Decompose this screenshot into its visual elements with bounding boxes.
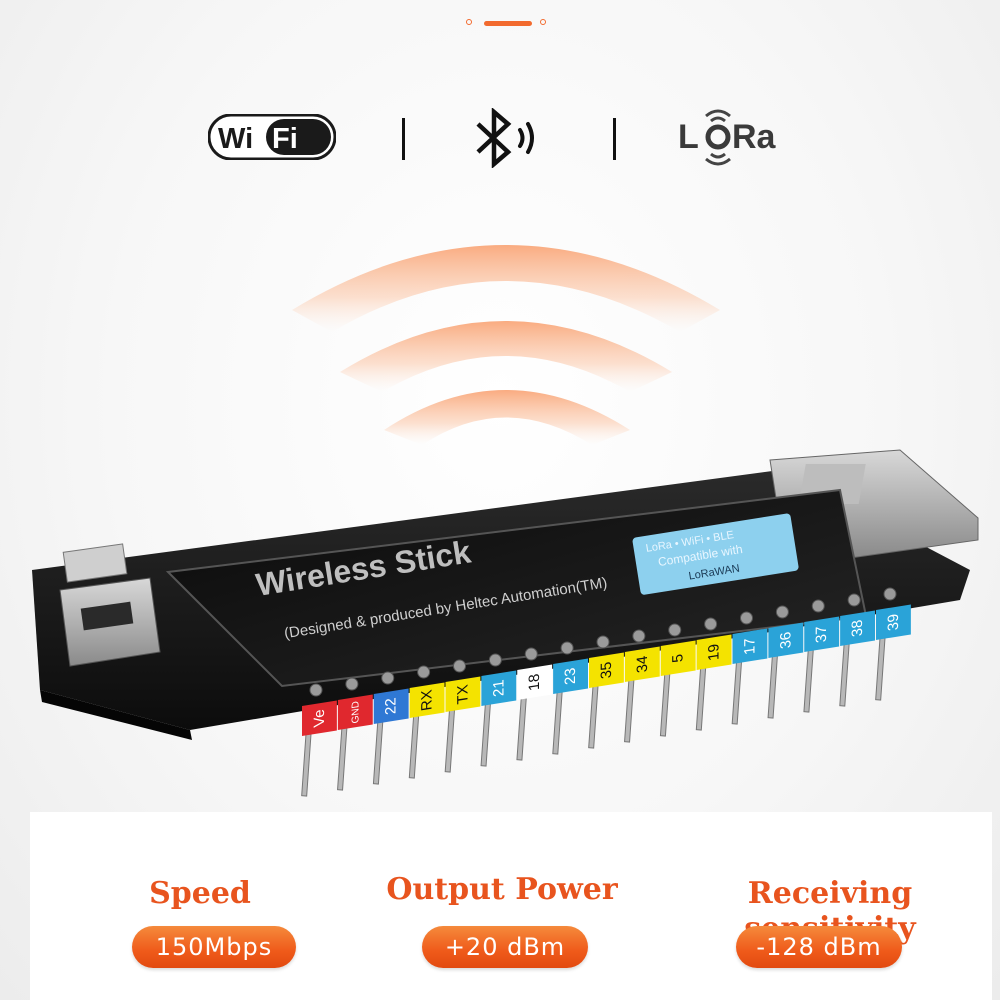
solder-joint [381, 671, 395, 685]
pin-label-bg [840, 610, 875, 646]
pin-label: GND [351, 700, 362, 724]
metric-receiving-sensitivity: Receiving sensitivity -128 dBm [670, 812, 990, 1000]
solder-joint [740, 611, 753, 625]
pin-label-bg [696, 634, 732, 670]
solder-joint [488, 653, 502, 667]
pin-label: 18 [526, 673, 543, 692]
specs-panel: Speed 150Mbps Output Power +20 dBm Recei… [30, 812, 992, 1000]
pager-active-bar[interactable] [484, 21, 532, 26]
pin-label-bg [804, 616, 840, 652]
pin-header: Ve GND 22 RX TX 21 18 23 35 34 5 19 17 36 37 38 39 [301, 587, 911, 797]
header-pin [839, 643, 850, 707]
pin-label: 34 [634, 655, 651, 674]
pin-label-bg [337, 694, 373, 730]
solder-joint [417, 665, 431, 679]
protocol-logos: Wi Fi L Ra [0, 100, 1000, 180]
solder-joint [453, 659, 466, 673]
header-pin [624, 679, 635, 743]
header-pin [659, 673, 671, 737]
metric-output-power: Output Power +20 dBm [352, 812, 652, 1000]
solder-joint [883, 587, 897, 601]
solder-joint [775, 605, 789, 619]
solder-joint [704, 617, 718, 631]
pin-label: 23 [562, 667, 579, 686]
pin-label-bg [589, 652, 624, 688]
solder-joint [847, 593, 861, 607]
header-pin [803, 649, 814, 713]
svg-text:Wi: Wi [218, 123, 253, 155]
pin-label: 36 [777, 631, 794, 650]
header-pin [372, 721, 384, 785]
header-pin [552, 691, 563, 755]
metric-speed: Speed 150Mbps [50, 812, 350, 1000]
solder-joint [596, 635, 610, 649]
pin-label-bg [302, 700, 337, 736]
pin-label-bg [409, 682, 445, 718]
pin-label-bg [445, 676, 481, 712]
pin-label: TX [454, 683, 471, 705]
metric-label: Speed [149, 876, 251, 911]
pin-label-bg [517, 664, 553, 700]
solder-joint [524, 647, 538, 661]
header-pin [301, 733, 312, 797]
metric-value-badge: 150Mbps [132, 926, 296, 968]
solder-joint [668, 623, 682, 637]
pin-label-bg [553, 658, 588, 694]
separator [402, 118, 405, 160]
pin-label: 37 [813, 625, 830, 644]
svg-text:L: L [678, 118, 699, 156]
header-pin [480, 703, 491, 767]
header-pin [875, 637, 886, 701]
metric-value-badge: -128 dBm [736, 926, 902, 968]
pin-label: 38 [849, 619, 866, 638]
wireless-stick-board: Wireless Stick (Designed & produced by H… [32, 449, 979, 797]
pin-label-bg [660, 640, 696, 676]
pin-label-bg [373, 688, 409, 724]
carousel-pager [0, 16, 1000, 30]
solder-joint [560, 641, 574, 655]
metric-value-badge: +20 dBm [422, 926, 588, 968]
pin-label-bg [876, 604, 911, 640]
solder-joint [632, 629, 646, 643]
pin-label-bg [732, 628, 768, 664]
signal-waves-graphic [292, 245, 720, 445]
solder-joint [811, 599, 825, 613]
header-pin [695, 667, 707, 731]
header-pin [516, 697, 527, 761]
pager-dot[interactable] [540, 19, 546, 25]
pin-label: 21 [490, 679, 507, 698]
pager-dot[interactable] [466, 19, 472, 25]
header-pin [588, 685, 599, 749]
svg-text:Fi: Fi [272, 123, 298, 155]
pin-label: RX [419, 688, 436, 711]
solder-joint [309, 683, 323, 697]
solder-joint [345, 677, 359, 691]
pin-label: 19 [706, 643, 723, 662]
separator [613, 118, 616, 160]
lorawan-sticker [632, 513, 799, 595]
metric-label: Output Power [386, 872, 618, 907]
pin-label-bg [624, 646, 660, 682]
header-pin [408, 715, 420, 779]
header-pin [337, 727, 348, 791]
pin-label: 17 [741, 637, 758, 656]
pin-label: Ve [311, 708, 328, 728]
svg-text:Ra: Ra [732, 118, 777, 156]
bluetooth-icon [476, 108, 534, 168]
header-pin [444, 709, 456, 773]
pin-label: 39 [885, 613, 902, 632]
header-pin [731, 661, 743, 725]
pin-label-bg [768, 622, 804, 658]
pin-label: 35 [598, 661, 615, 680]
header-pin [767, 655, 778, 719]
pin-label-bg [481, 670, 517, 706]
wifi-logo: Wi Fi [208, 114, 336, 160]
pin-label: 22 [383, 697, 400, 716]
pin-label: 5 [670, 653, 687, 664]
lora-logo: L Ra [678, 109, 777, 166]
